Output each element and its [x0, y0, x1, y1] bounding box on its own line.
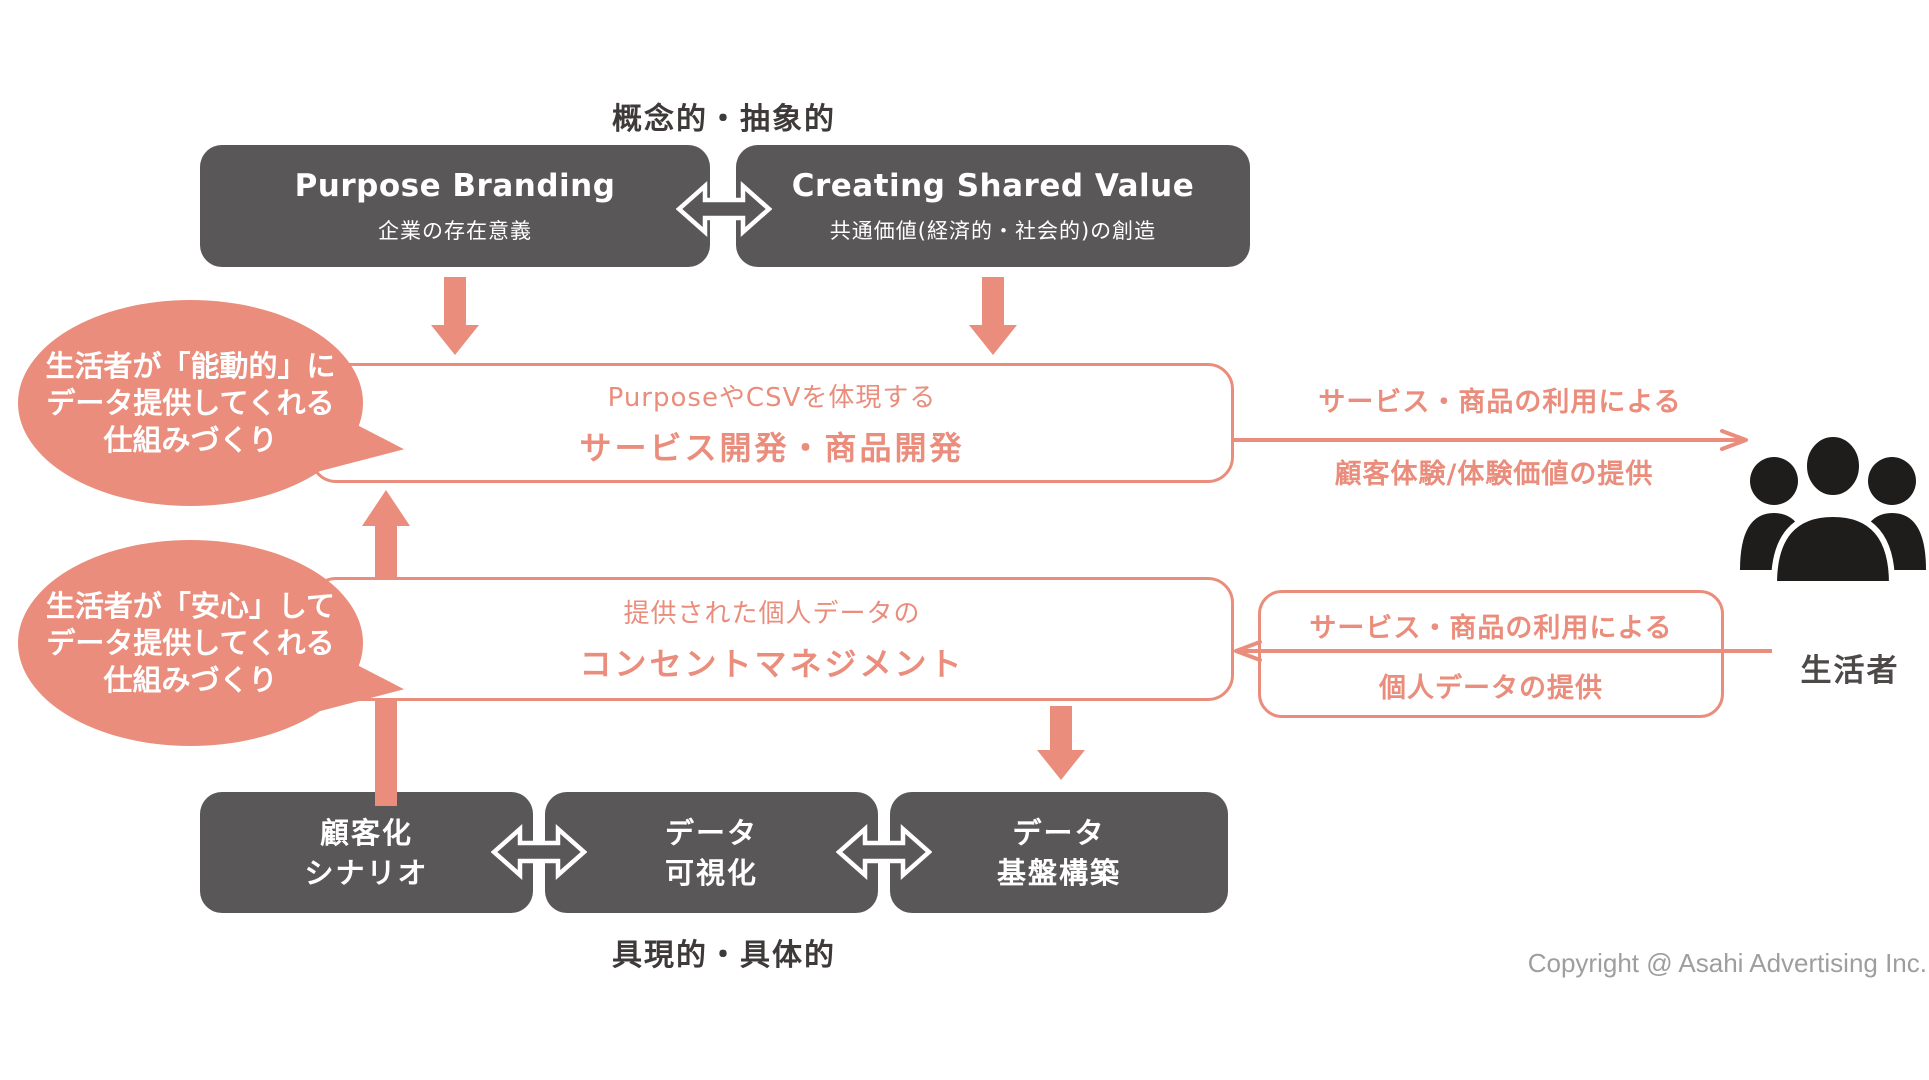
flow-top-label-upper: サービス・商品の利用による [1318, 387, 1682, 418]
speech-bubble-shape [18, 540, 363, 746]
bubble-line: 仕組みづくり [103, 662, 278, 697]
box-line: 顧客化 [319, 815, 413, 850]
box-line: データ [1012, 815, 1106, 850]
speech-bubble-secure-data: 生活者が「安心」して データ提供してくれる 仕組みづくり [18, 540, 404, 746]
down-arrow-icon [969, 277, 1017, 355]
data-visualization-box: データ 可視化 [545, 792, 878, 913]
personal-data-provide-box: サービス・商品の利用による 個人データの提供 [1258, 590, 1724, 718]
people-group-icon [1740, 431, 1926, 587]
bubble-line: 仕組みづくり [103, 422, 278, 457]
customer-scenario-box: 顧客化 シナリオ [200, 792, 533, 913]
data-platform-box: データ 基盤構築 [890, 792, 1228, 913]
speech-bubble-active-data: 生活者が「能動的」に データ提供してくれる 仕組みづくり [18, 300, 404, 506]
double-arrow-icon [676, 181, 772, 237]
down-arrow-icon [1037, 706, 1085, 780]
bubble-line: 生活者が「安心」して [45, 588, 336, 623]
bubble-line: データ提供してくれる [46, 625, 335, 660]
service-box-title: サービス開発・商品開発 [579, 429, 965, 467]
box-line: データ [664, 815, 758, 850]
down-arrow-icon [431, 277, 479, 355]
purpose-branding-title: Purpose Branding [294, 167, 616, 204]
concrete-specific-label: 具現的・具体的 [612, 938, 836, 973]
speech-bubble-shape [18, 300, 363, 506]
provide-box-label-lower: 個人データの提供 [1379, 673, 1603, 704]
copyright-text: Copyright @ Asahi Advertising Inc. [1527, 948, 1927, 978]
box-line: 可視化 [664, 855, 758, 890]
consent-management-box: 提供された個人データの コンセントマネジメント [310, 577, 1234, 701]
double-arrow-icon [491, 824, 587, 880]
creating-shared-value-subtitle: 共通価値(経済的・社会的)の創造 [829, 218, 1157, 243]
left-arrow-icon [1234, 640, 1772, 662]
creating-shared-value-box: Creating Shared Value 共通価値(経済的・社会的)の創造 [736, 145, 1250, 267]
speech-bubble-text: 生活者が「安心」して データ提供してくれる 仕組みづくり [18, 540, 363, 746]
bubble-line: 生活者が「能動的」に [45, 348, 336, 383]
purpose-branding-subtitle: 企業の存在意義 [378, 218, 532, 243]
double-arrow-icon [836, 824, 932, 880]
provide-box-label-upper: サービス・商品の利用による [1309, 613, 1673, 644]
creating-shared-value-title: Creating Shared Value [791, 167, 1195, 204]
service-product-development-box: PurposeやCSVを体現する サービス開発・商品開発 [310, 363, 1234, 483]
conceptual-abstract-label: 概念的・抽象的 [612, 102, 836, 137]
box-line: シナリオ [304, 855, 429, 890]
speech-bubble-text: 生活者が「能動的」に データ提供してくれる 仕組みづくり [18, 300, 363, 506]
purpose-branding-box: Purpose Branding 企業の存在意義 [200, 145, 710, 267]
flow-top-label-lower: 顧客体験/体験価値の提供 [1334, 459, 1654, 490]
service-box-subtitle: PurposeやCSVを体現する [607, 383, 937, 413]
right-arrow-icon [1228, 429, 1748, 451]
consumer-label: 生活者 [1800, 653, 1900, 689]
consent-box-subtitle: 提供された個人データの [623, 599, 921, 629]
box-line: 基盤構築 [996, 855, 1121, 890]
bubble-line: データ提供してくれる [46, 385, 335, 420]
consent-box-title: コンセントマネジメント [579, 645, 965, 683]
